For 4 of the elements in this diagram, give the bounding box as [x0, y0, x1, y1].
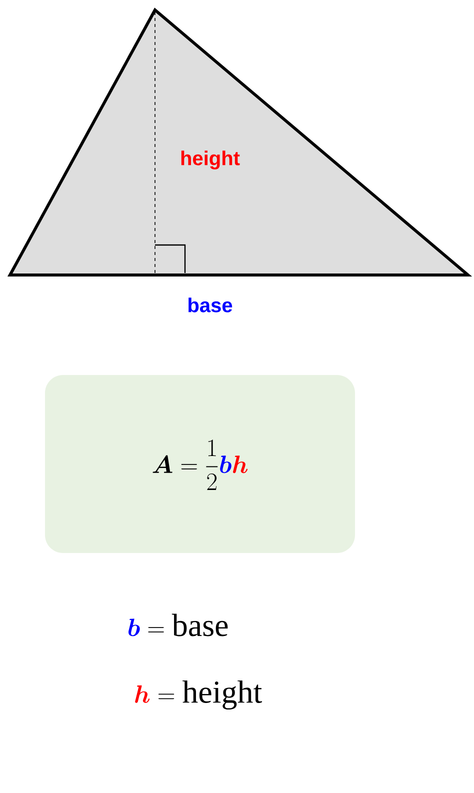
formula-box: $\boldsymbol{A}=\frac{1}{2}{\color{blue}\boldsymbol{b}}{\color{red}\boldsymbol{h}}$ — [45, 375, 355, 553]
definition: ${\color{blue}\boldsymbol{b}}=\text{base}$ — [128, 614, 228, 636]
definition: ${\color{red}\boldsymbol{h}}=\text{height}$ — [135, 680, 262, 710]
side-label: base — [188, 298, 232, 312]
